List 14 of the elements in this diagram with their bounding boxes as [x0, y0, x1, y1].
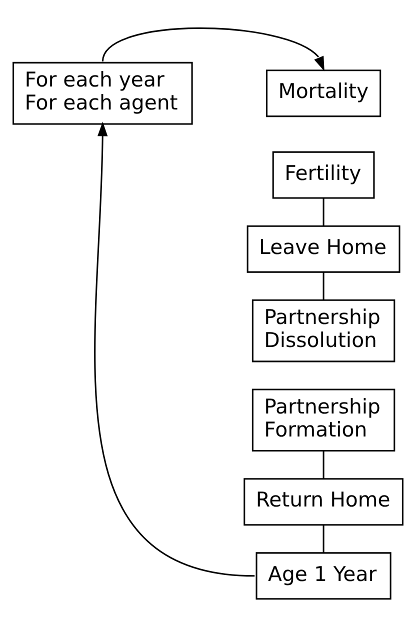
- connector: [322, 450, 324, 478]
- node-box: Partnership Dissolution: [252, 298, 396, 362]
- connector: [322, 524, 324, 552]
- node-box: Partnership Formation: [252, 388, 396, 452]
- node-box: Mortality: [266, 69, 382, 117]
- arrow: [102, 26, 324, 71]
- node-box: Fertility: [272, 150, 375, 198]
- node-box: Leave Home: [246, 224, 400, 272]
- node-box: Age 1 Year: [256, 552, 392, 600]
- node-box: Return Home: [244, 478, 404, 526]
- node-box: For each year For each agent: [12, 61, 193, 124]
- arrow: [94, 121, 255, 576]
- connector: [322, 272, 324, 300]
- connector: [322, 198, 324, 226]
